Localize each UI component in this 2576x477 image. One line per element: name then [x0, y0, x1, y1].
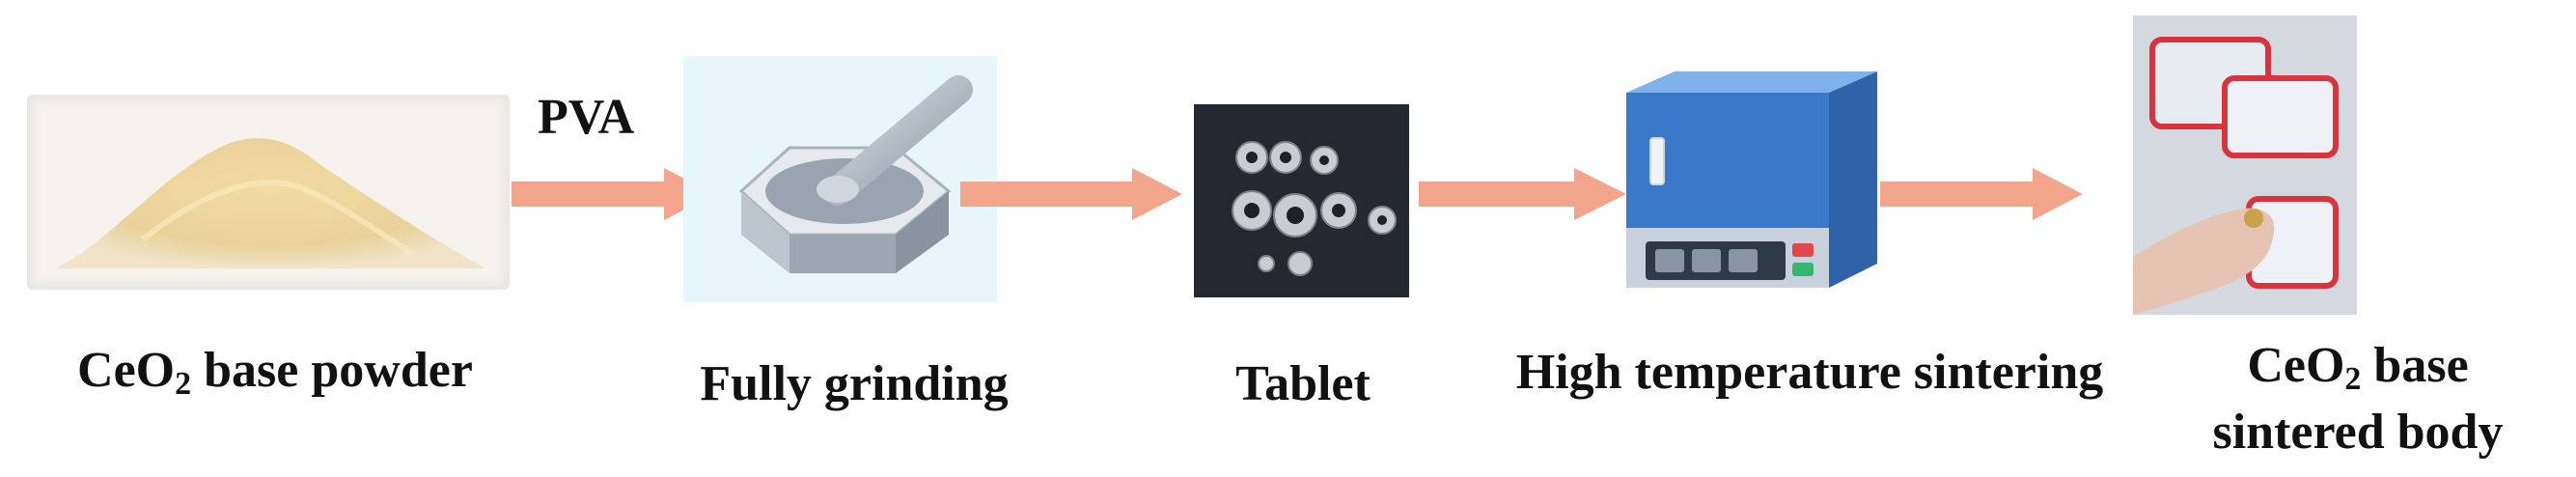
mortar-pestle-icon [738, 75, 973, 273]
step-3-label: Tablet [1235, 356, 1371, 411]
furnace-image [1607, 66, 1887, 307]
tablet-photo [1194, 104, 1409, 297]
sintered-body-photo [2133, 15, 2357, 315]
arrow-2 [960, 168, 1182, 220]
step-5-label-line-1: CeO2 base [2247, 338, 2469, 397]
step-5-label-line-2: sintered body [2212, 404, 2504, 460]
furnace-icon [1626, 71, 1877, 288]
tablets-icon [1194, 104, 1409, 297]
arrow-4 [1880, 168, 2083, 220]
mortar-image [683, 56, 997, 302]
powder-image [27, 95, 510, 290]
arrow-3 [1419, 168, 1626, 220]
powder-pile-icon [56, 138, 485, 268]
pva-label: PVA [538, 90, 635, 145]
step-5-label: CeO2 base sintered body [2160, 334, 2556, 463]
step-2-label: Fully grinding [700, 356, 1009, 411]
step-1-label: CeO2 base powder [77, 343, 473, 402]
sample-bags-icon [2133, 15, 2357, 315]
step-4-label: High temperature sintering [1515, 345, 2104, 400]
